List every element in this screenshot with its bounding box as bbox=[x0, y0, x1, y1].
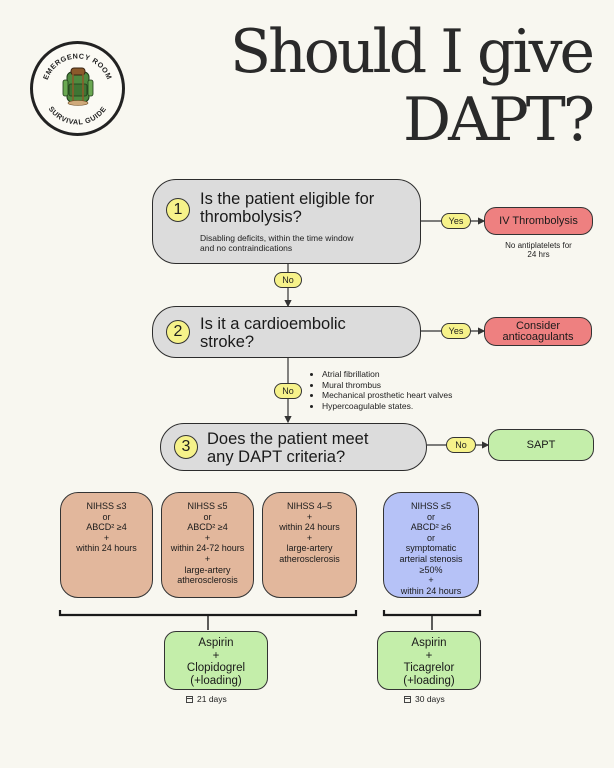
anticoagulants-line-1: Consider bbox=[515, 320, 561, 332]
treatment-line: (+loading) bbox=[190, 674, 242, 687]
answer-yes-pill: Yes bbox=[441, 213, 471, 229]
criteria-line: large-artery bbox=[286, 543, 333, 554]
criteria-line: atherosclerosis bbox=[177, 575, 238, 586]
criteria-line: symptomatic bbox=[405, 543, 457, 554]
treatment-line: + bbox=[212, 649, 220, 662]
treatment-1-duration: 21 days bbox=[186, 694, 227, 704]
question-1-sub-2: and no contraindications bbox=[200, 243, 293, 253]
question-2-box bbox=[152, 306, 421, 358]
treatment-line: Aspirin bbox=[411, 637, 447, 649]
treatment-line: Aspirin bbox=[198, 637, 234, 649]
question-1-box bbox=[152, 179, 421, 264]
criteria-box-4: NIHSS ≤5 or ABCD² ≥6 or symptomatic arte… bbox=[383, 492, 479, 598]
treatment-line: Clopidogrel bbox=[186, 662, 246, 674]
answer-no-pill: No bbox=[274, 272, 302, 288]
duration-text: 30 days bbox=[415, 694, 445, 704]
criteria-line: ABCD² ≥4 bbox=[187, 522, 228, 533]
anticoagulants-box: Consider anticoagulants bbox=[484, 317, 592, 346]
criteria-line: or bbox=[426, 532, 435, 543]
treatment-box-2: Aspirin + Ticagrelor (+loading) bbox=[377, 631, 481, 690]
sapt-box: SAPT bbox=[488, 429, 594, 461]
question-2-line-1: Is it a cardioembolic bbox=[200, 315, 346, 333]
question-3-line-1: Does the patient meet bbox=[207, 430, 369, 448]
treatment-line: (+loading) bbox=[403, 674, 455, 687]
thrombolysis-note-line-1: No antiplatelets for bbox=[505, 241, 572, 250]
criteria-line: large-artery bbox=[184, 564, 231, 575]
treatment-line: + bbox=[425, 649, 433, 662]
bracket-group-2 bbox=[382, 610, 482, 617]
treatment-2-duration: 30 days bbox=[404, 694, 445, 704]
criteria-line: arterial stenosis bbox=[399, 553, 463, 564]
bracket-group-1 bbox=[58, 610, 358, 617]
cardioembolic-causes-list: Atrial fibrillation Mural thrombus Mecha… bbox=[312, 369, 452, 411]
question-3-box bbox=[160, 423, 427, 471]
criteria-line: + bbox=[204, 532, 211, 543]
answer-no-pill: No bbox=[274, 383, 302, 399]
emergency-room-logo: EMERGENCY ROOM SURVIVAL GUIDE bbox=[30, 41, 125, 136]
answer-yes-pill: Yes bbox=[441, 323, 471, 339]
answer-no-pill: No bbox=[446, 437, 476, 453]
cause-item: Hypercoagulable states. bbox=[322, 401, 452, 412]
calendar-icon bbox=[404, 695, 411, 703]
criteria-box-2: NIHSS ≤5 or ABCD² ≥4 + within 24-72 hour… bbox=[161, 492, 254, 598]
criteria-line: or bbox=[102, 511, 111, 522]
logo-graphic: EMERGENCY ROOM SURVIVAL GUIDE bbox=[41, 51, 113, 126]
iv-thrombolysis-box: IV Thrombolysis bbox=[484, 207, 593, 235]
criteria-line: + bbox=[103, 532, 110, 543]
cause-item: Mural thrombus bbox=[322, 380, 452, 391]
criteria-line: or bbox=[426, 511, 435, 522]
criteria-line: NIHSS ≤5 bbox=[187, 501, 228, 511]
backpack-icon bbox=[62, 67, 94, 106]
treatment-line: Ticagrelor bbox=[403, 662, 455, 674]
question-3-number: 3 bbox=[174, 435, 198, 459]
criteria-line: ABCD² ≥4 bbox=[86, 522, 127, 533]
criteria-line: NIHSS ≤3 bbox=[86, 501, 127, 511]
question-1-line-1: Is the patient eligible for bbox=[200, 190, 375, 208]
title-line-1: Should I give bbox=[230, 17, 595, 87]
criteria-line: within 24-72 hours bbox=[170, 543, 245, 554]
title-line-2: DAPT? bbox=[403, 85, 595, 155]
criteria-line: + bbox=[306, 511, 313, 522]
criteria-line: + bbox=[306, 532, 313, 543]
criteria-line: within 24 hours bbox=[400, 585, 462, 596]
criteria-box-3: NIHSS 4–5 + within 24 hours + large-arte… bbox=[262, 492, 357, 598]
cause-item: Atrial fibrillation bbox=[322, 369, 452, 380]
criteria-line: or bbox=[203, 511, 212, 522]
criteria-box-1: NIHSS ≤3 or ABCD² ≥4 + within 24 hours bbox=[60, 492, 153, 598]
question-2-number: 2 bbox=[166, 320, 190, 344]
criteria-line: NIHSS 4–5 bbox=[286, 501, 333, 511]
criteria-line: atherosclerosis bbox=[279, 553, 340, 564]
criteria-line: ≥50% bbox=[419, 564, 443, 575]
question-1-sub-1: Disabling deficits, within the time wind… bbox=[200, 233, 354, 243]
cause-item: Mechanical prosthetic heart valves bbox=[322, 390, 452, 401]
criteria-line: + bbox=[204, 553, 211, 564]
treatment-box-1: Aspirin + Clopidogrel (+loading) bbox=[164, 631, 268, 690]
criteria-line: ABCD² ≥6 bbox=[410, 522, 452, 533]
calendar-icon bbox=[186, 695, 193, 703]
question-1-number: 1 bbox=[166, 198, 190, 222]
question-2-line-2: stroke? bbox=[200, 333, 255, 351]
criteria-line: NIHSS ≤5 bbox=[411, 501, 451, 511]
question-3-line-2: any DAPT criteria? bbox=[207, 448, 346, 466]
criteria-line: within 24 hours bbox=[279, 522, 340, 533]
anticoagulants-line-2: anticoagulants bbox=[502, 331, 574, 343]
duration-text: 21 days bbox=[197, 694, 227, 704]
question-1-line-2: thrombolysis? bbox=[200, 208, 302, 226]
criteria-line: + bbox=[428, 575, 434, 586]
thrombolysis-note-line-2: 24 hrs bbox=[527, 250, 550, 259]
criteria-line: within 24 hours bbox=[76, 543, 137, 554]
